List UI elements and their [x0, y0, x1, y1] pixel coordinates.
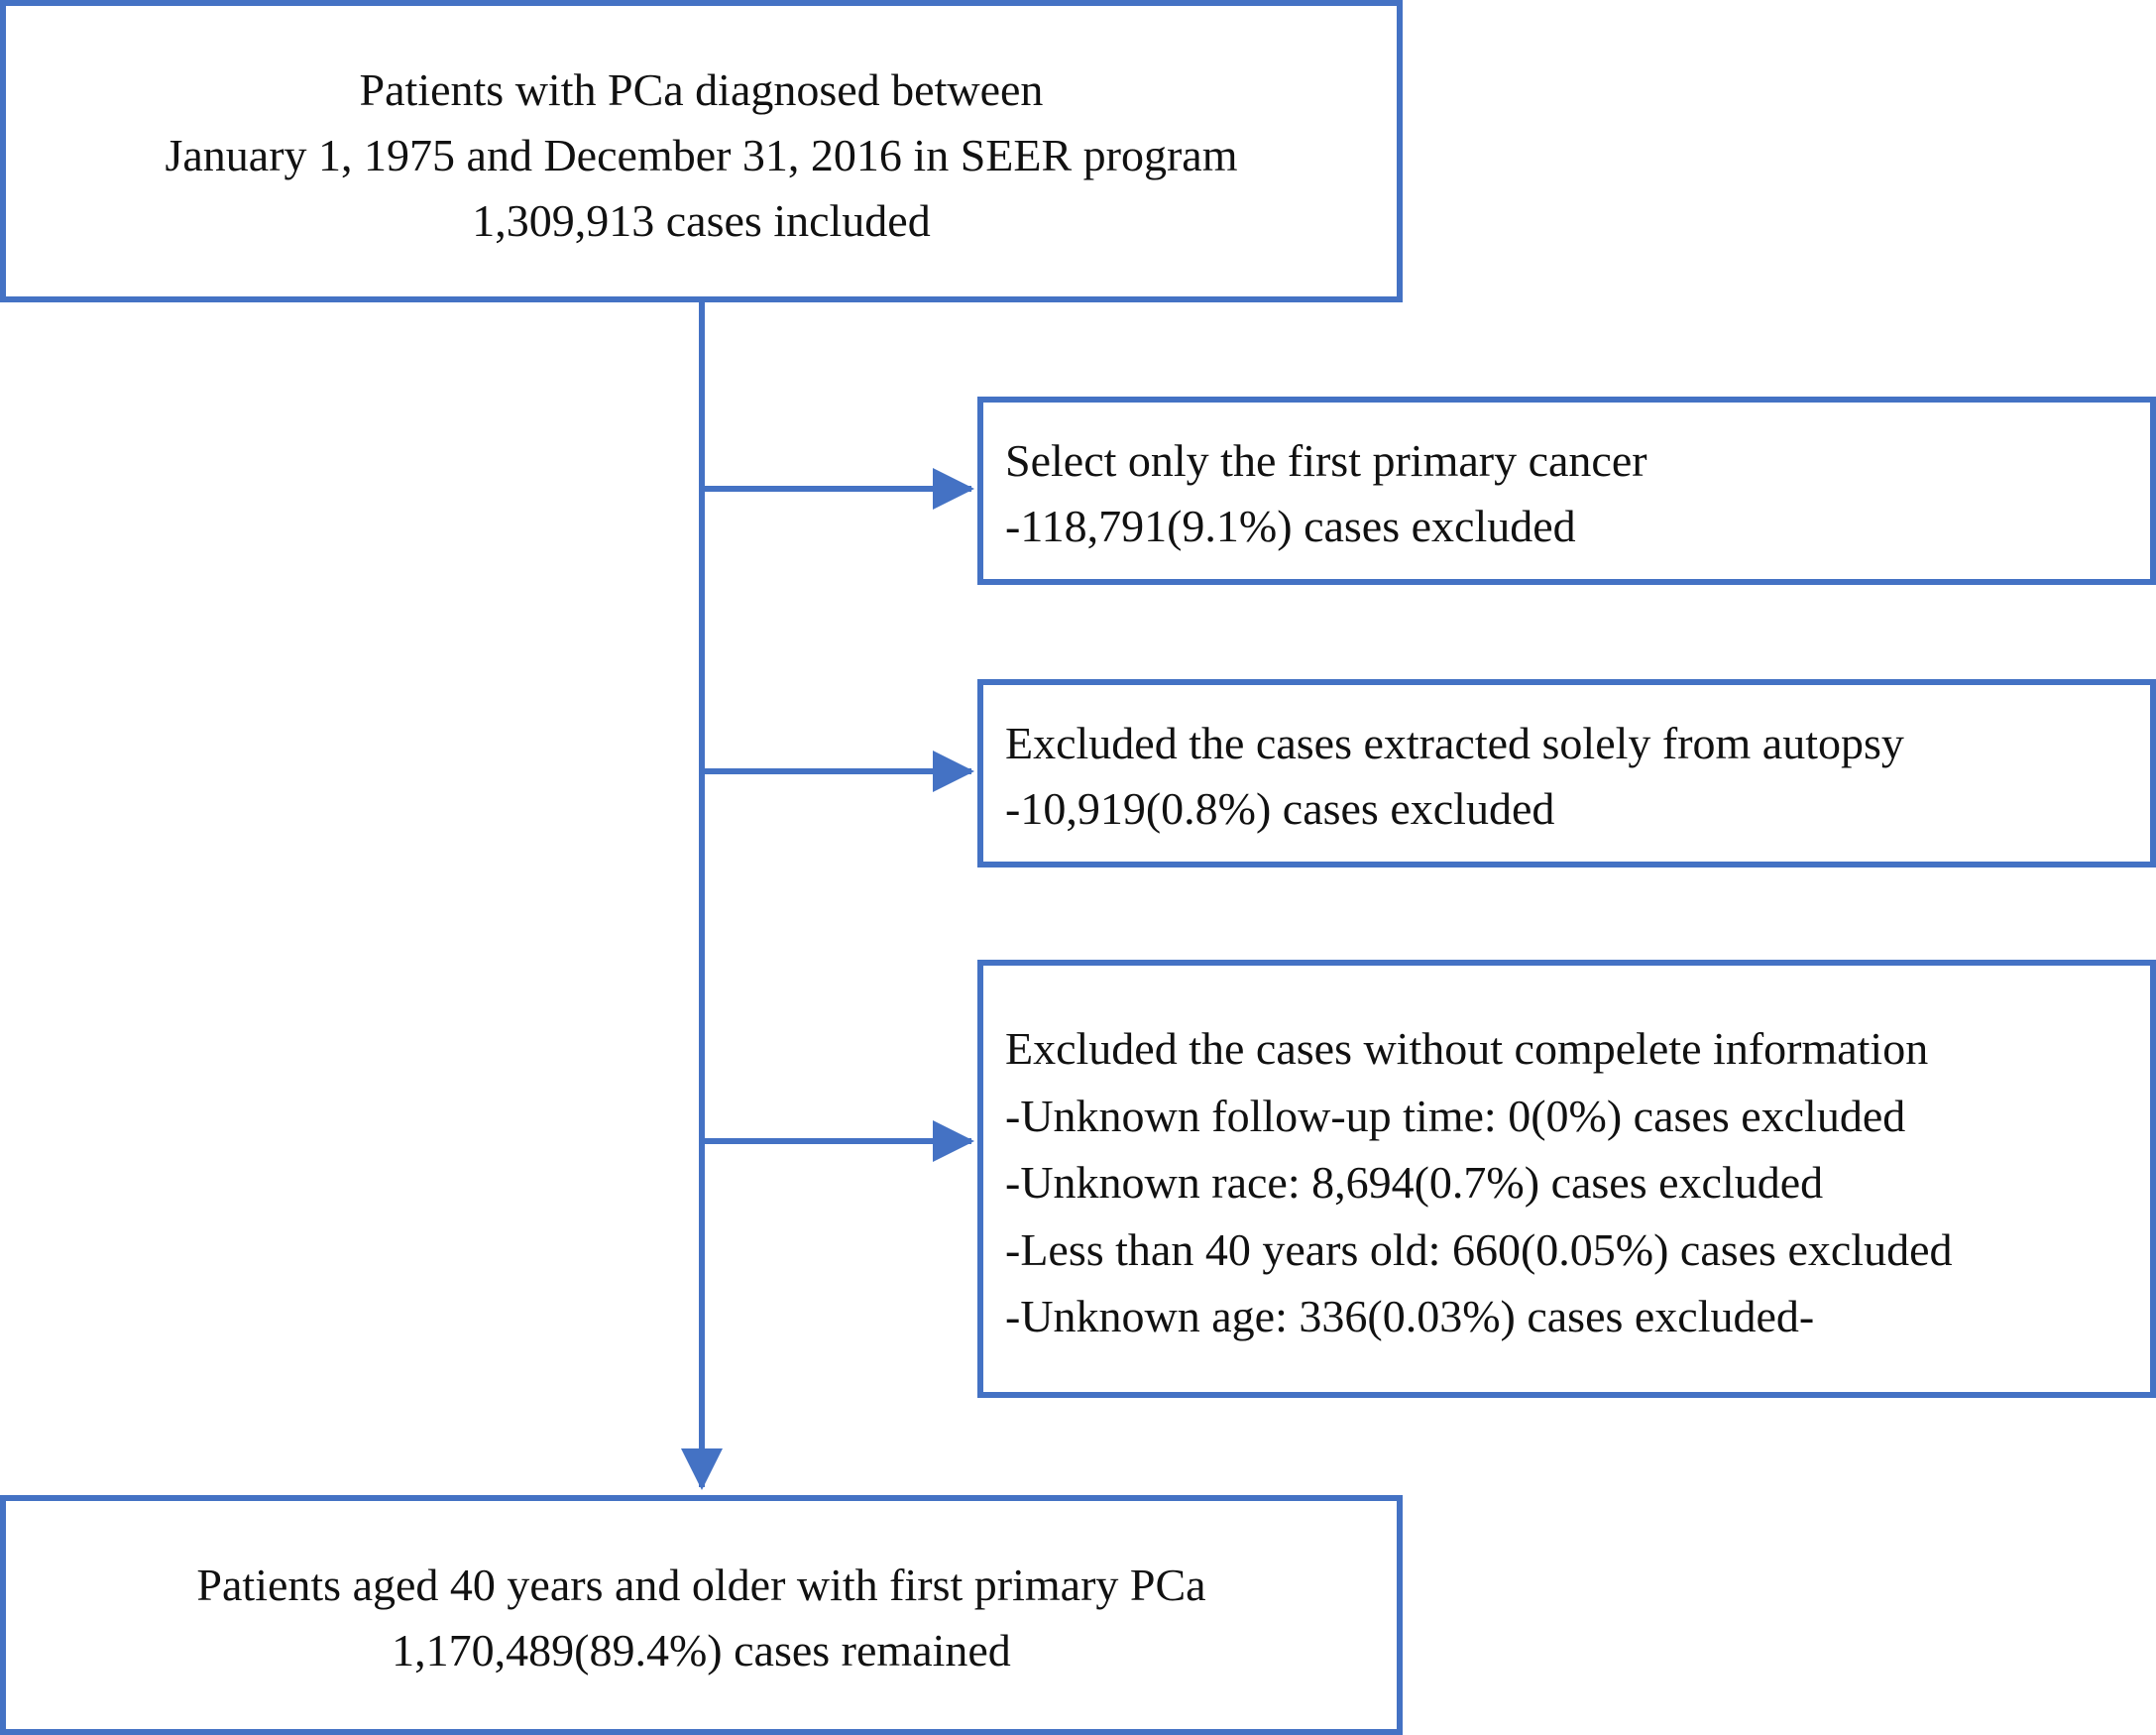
exclusion-title: Select only the first primary cancer [1005, 435, 1647, 486]
exclusion-count: -10,919(0.8%) cases excluded [1005, 783, 1555, 834]
exclusion-box-incomplete-info: Excluded the cases without compelete inf… [977, 960, 2156, 1398]
start-line: Patients with PCa diagnosed between [359, 64, 1044, 115]
exclusion-item: -Unknown follow-up time: 0(0%) cases exc… [1005, 1090, 1906, 1141]
exclusion-count: -118,791(9.1%) cases excluded [1005, 501, 1576, 551]
exclusion-box-first-primary: Select only the first primary cancer -11… [977, 397, 2156, 585]
exclusion-box-autopsy: Excluded the cases extracted solely from… [977, 679, 2156, 868]
start-box: Patients with PCa diagnosed between Janu… [0, 0, 1403, 302]
exclusion-item: -Unknown race: 8,694(0.7%) cases exclude… [1005, 1157, 1824, 1208]
start-line: January 1, 1975 and December 31, 2016 in… [165, 130, 1238, 180]
result-line: Patients aged 40 years and older with fi… [196, 1560, 1206, 1610]
exclusion-title: Excluded the cases without compelete inf… [1005, 1023, 1929, 1074]
exclusion-title: Excluded the cases extracted solely from… [1005, 718, 1904, 768]
exclusion-item: -Unknown age: 336(0.03%) cases excluded- [1005, 1291, 1815, 1341]
result-line: 1,170,489(89.4%) cases remained [392, 1625, 1011, 1676]
start-line: 1,309,913 cases included [472, 195, 931, 246]
result-box: Patients aged 40 years and older with fi… [0, 1495, 1403, 1735]
exclusion-item: -Less than 40 years old: 660(0.05%) case… [1005, 1223, 1953, 1275]
